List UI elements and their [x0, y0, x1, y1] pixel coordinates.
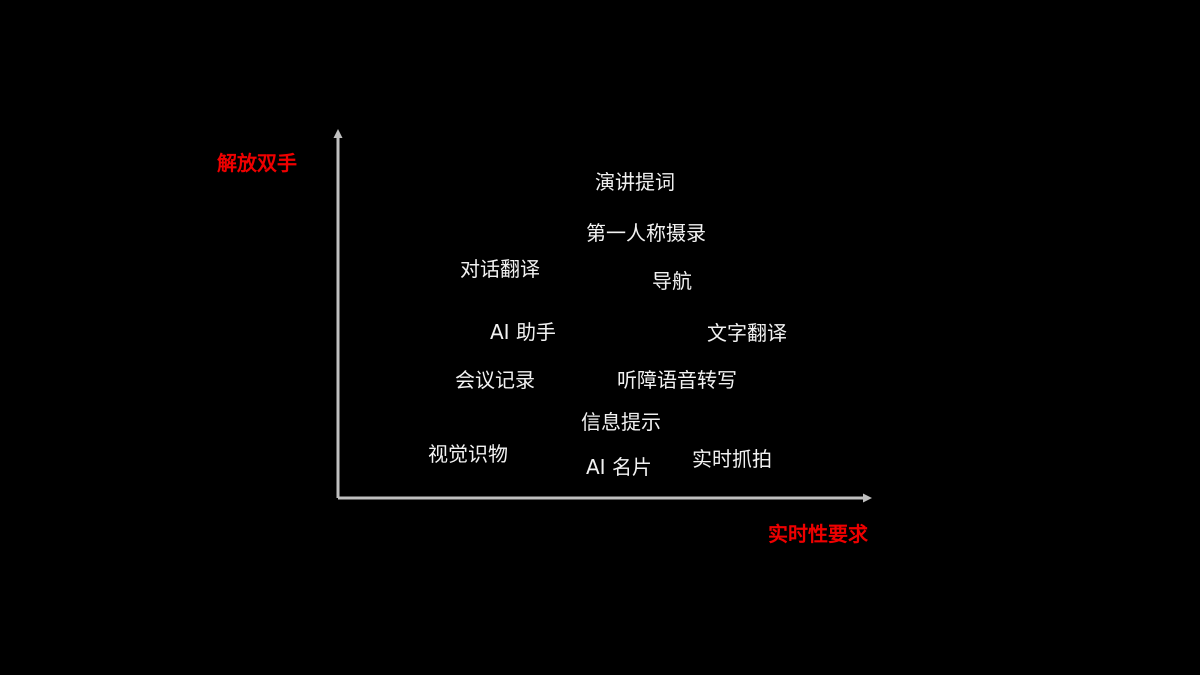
- item-ai-business-card: AI 名片: [586, 455, 652, 479]
- item-visual-recognition: 视觉识物: [428, 442, 508, 466]
- y-axis-title: 解放双手: [217, 151, 297, 175]
- item-first-person-recording: 第一人称摄录: [586, 221, 706, 245]
- item-real-time-capture: 实时抓拍: [692, 447, 772, 471]
- x-axis-arrow-icon: [863, 493, 872, 503]
- item-speech-prompter: 演讲提词: [595, 170, 675, 194]
- item-navigation: 导航: [652, 269, 692, 293]
- y-axis-arrow-icon: [333, 129, 343, 138]
- item-hearing-impaired-transcription: 听障语音转写: [617, 368, 737, 392]
- x-axis-title: 实时性要求: [768, 522, 868, 546]
- item-ai-assistant: AI 助手: [490, 320, 556, 344]
- item-conversation-translation: 对话翻译: [460, 257, 540, 281]
- item-text-translation: 文字翻译: [707, 321, 787, 345]
- item-meeting-notes: 会议记录: [455, 368, 535, 392]
- item-info-prompt: 信息提示: [581, 410, 661, 434]
